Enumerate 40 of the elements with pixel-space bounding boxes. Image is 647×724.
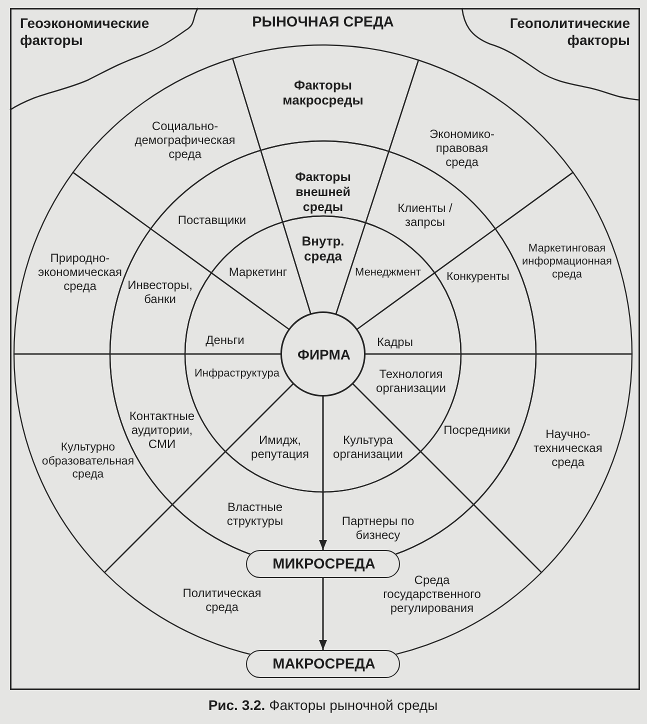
sector-label: Конкуренты (446, 271, 510, 285)
pill-box (246, 550, 400, 578)
sector-label: Технология организации (375, 366, 447, 396)
sector-label: Факторы внешней среды (294, 170, 352, 214)
corner-region (461, 8, 640, 101)
pill-box (246, 650, 400, 678)
sector-label: Властные структуры (226, 500, 284, 528)
sector-label: Маркетинговая информационная среда (521, 242, 613, 282)
sector-label: Деньги (206, 332, 244, 348)
sector-label: Посредники (444, 422, 510, 438)
frame-title: РЫНОЧНАЯ СРЕДА (252, 14, 394, 32)
sector-label: Экономико-правовая среда (428, 126, 496, 170)
sector-label: Среда государственного регулирования (382, 572, 482, 616)
sector-label: Маркетинг (228, 264, 288, 280)
region-label: Геополитические факторы (508, 15, 630, 48)
circle-label: ФИРМА (298, 346, 350, 364)
sector-label: Политическая среда (182, 586, 262, 614)
sector-label: Инвесторы, банки (126, 278, 194, 306)
diagram-frame (10, 8, 640, 690)
sector-label: Культура организации (332, 432, 404, 462)
ring-sector (72, 57, 262, 230)
sector-label: Партнеры по бизнесу (340, 514, 416, 542)
sector-label: Имидж, репутация (250, 432, 310, 462)
sector-label: Поставщики (178, 212, 246, 228)
corner-region (10, 8, 199, 111)
figure-caption: Рис. 3.2. Факторы рыночной среды (208, 697, 438, 713)
region-label: Геоэкономические факторы (20, 15, 150, 48)
firm-circle (281, 312, 365, 396)
sector-label: Факторы макросреды (282, 78, 364, 108)
sector-label: Менеджмент (355, 266, 421, 280)
sector-label: Внутр. среда (300, 234, 346, 264)
sector-label: Социально-демографическая среда (134, 118, 236, 162)
pill-label: МИКРОСРЕДА (272, 556, 376, 574)
sector-label: Природно-экономическая среда (36, 250, 124, 294)
sector-label: Кадры (377, 334, 413, 350)
sector-label: Инфраструктура (194, 368, 280, 380)
pill-label: МАКРОСРЕДА (272, 656, 376, 674)
sector-label: Клиенты /запрсы (396, 200, 454, 230)
ring-sector (224, 382, 324, 493)
sector-label: Научно-техническая среда (532, 426, 604, 470)
